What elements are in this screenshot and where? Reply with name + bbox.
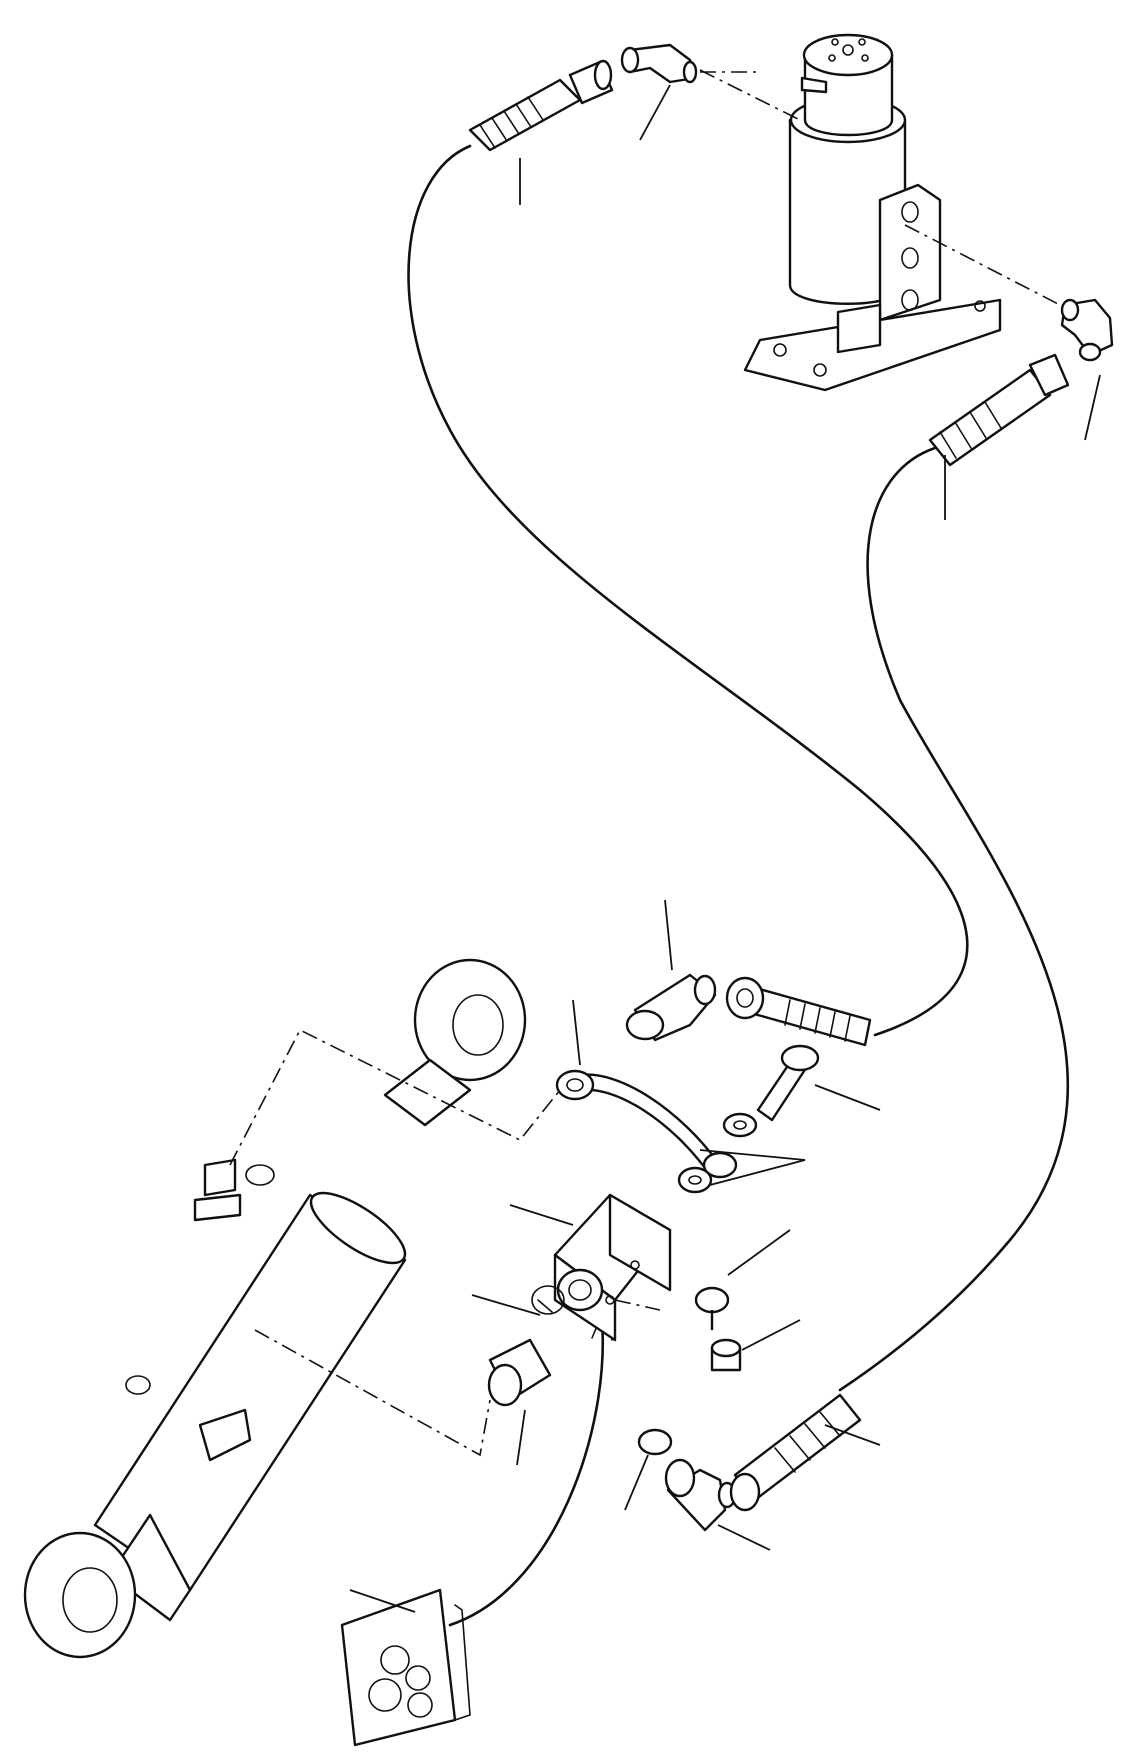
sealing-washer-2	[677, 1166, 713, 1194]
elbow-fitting-lower	[664, 1458, 737, 1532]
plug-seal	[694, 1286, 730, 1314]
elbow-fitting-top	[620, 43, 760, 84]
hose-swivel-to-valve-lower	[838, 446, 1069, 1392]
hose-end-fitting-top	[468, 59, 614, 152]
hose-end-fitting-lower	[729, 1393, 862, 1512]
swivel-joint	[699, 33, 1061, 392]
connecting-tube	[555, 1069, 738, 1179]
hose-end-fitting-right	[928, 353, 1070, 467]
decal-label-card	[340, 1588, 471, 1747]
banjo-bolt	[756, 1044, 820, 1122]
adapter-fitting	[487, 1285, 565, 1407]
hydraulic-cylinder	[23, 958, 561, 1659]
callout-leaders	[349, 84, 1101, 1613]
elbow-fitting-valve	[625, 973, 717, 1042]
hose-end-fitting-valve	[725, 976, 872, 1047]
sealing-washer-1	[722, 1112, 758, 1138]
valve-block	[553, 1193, 672, 1342]
plug	[710, 1338, 742, 1372]
hose-to-label	[448, 1318, 605, 1627]
hose-swivel-to-valve-upper	[407, 144, 969, 1037]
o-ring	[637, 1428, 673, 1456]
elbow-fitting-right	[1060, 298, 1114, 362]
